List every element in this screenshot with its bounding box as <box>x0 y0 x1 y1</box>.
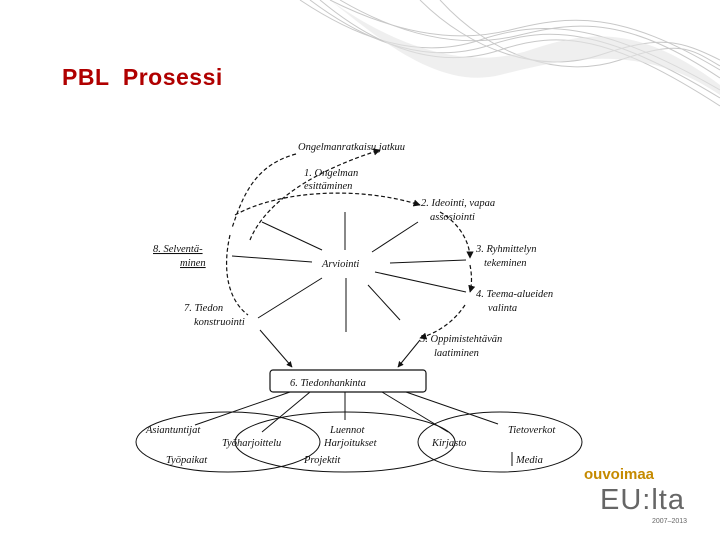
logo-years-text: 2007–2013 <box>652 518 688 525</box>
cycle-arc-lower-right <box>419 304 466 340</box>
step-3-line2: tekeminen <box>484 258 527 269</box>
cycle-arc-right-low <box>468 264 476 293</box>
arrow-to-box-left <box>259 329 293 368</box>
step-7-line2: konstruointi <box>194 317 245 328</box>
spoke-2 <box>371 221 419 253</box>
decorative-ribbon <box>299 0 720 107</box>
cycle-arc-left <box>225 234 249 316</box>
spoke-5 <box>367 284 401 321</box>
box-line-2 <box>261 391 311 433</box>
source-ellipse-middle <box>234 411 456 473</box>
step-8-line1: 8. Selventä- <box>153 244 203 255</box>
source-left-2: Työharjoittelu <box>222 438 281 449</box>
step-6-box <box>269 369 427 393</box>
step-1-line1: 1. Ongelman <box>304 168 358 179</box>
cycle-arc-top <box>231 153 297 229</box>
source-ellipse-left <box>135 411 321 473</box>
arc-to-top <box>249 148 381 241</box>
step-7-line1: 7. Tiedon <box>184 303 223 314</box>
spoke-8 <box>231 255 313 263</box>
slide-title: PBL Prosessi <box>62 64 223 90</box>
box-line-1 <box>194 391 291 426</box>
cycle-arc-upper <box>234 192 421 216</box>
source-middle-3: Projektit <box>303 455 341 466</box>
spoke-7 <box>257 277 323 319</box>
source-right-1: Kirjasto <box>431 438 466 449</box>
box-line-5 <box>405 391 499 425</box>
source-right-3: Media <box>515 455 543 466</box>
step-2-line2: assosiointi <box>430 212 475 223</box>
top-label: Ongelmanratkaisu jatkuu <box>298 142 405 153</box>
step-4-line1: 4. Teema-alueiden <box>476 289 553 300</box>
logo-top-text: ouvoimaa <box>584 466 655 483</box>
step-5-line2: laatiminen <box>434 348 479 359</box>
step-2-line1: 2. Ideointi, vapaa <box>421 198 495 209</box>
step-8-line2: minen <box>180 258 206 269</box>
center-label: Arviointi <box>321 259 359 270</box>
source-left-1: Asiantuntijat <box>145 425 201 436</box>
source-middle-2: Harjoitukset <box>323 438 378 449</box>
source-ellipse-right <box>417 411 583 473</box>
spoke-4 <box>374 271 467 293</box>
source-left-3: Työpaikat <box>166 455 208 466</box>
step-6-label: 6. Tiedonhankinta <box>290 378 366 389</box>
spoke-3 <box>389 259 467 264</box>
logo-main-text: EU:lta <box>600 484 685 516</box>
step-1-line2: esittäminen <box>304 181 352 192</box>
spoke-9 <box>261 221 323 251</box>
arrow-to-box-right <box>397 339 421 368</box>
cycle-arc-right <box>439 211 474 259</box>
eu-logo: ouvoimaa EU:lta 2007–2013 <box>580 460 720 540</box>
step-3-line1: 3. Ryhmittelyn <box>475 244 536 255</box>
step-5-line1: 5. Oppimistehtävän <box>420 334 502 345</box>
source-right-2: Tietoverkot <box>508 425 556 436</box>
step-4-line2: valinta <box>488 303 517 314</box>
source-middle-1: Luennot <box>329 425 366 436</box>
